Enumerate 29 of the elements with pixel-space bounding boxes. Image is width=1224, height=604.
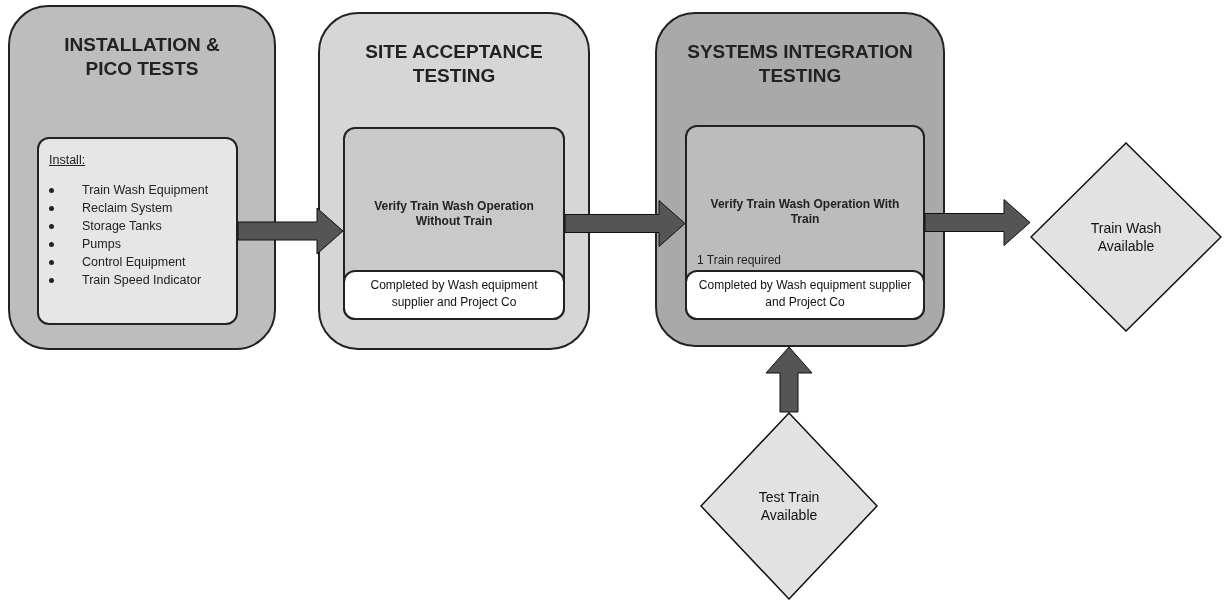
block-arrow [765,346,813,413]
stage-panel [8,5,276,350]
list-item: Train Speed Indicator [49,271,202,289]
task-box [37,137,238,325]
stage-title: INSTALLATION & PICO TESTS [63,33,221,81]
list-item: Storage Tanks [49,217,162,235]
stage-title: SYSTEMS INTEGRATION TESTING [686,40,914,88]
stage-title: SITE ACCEPTANCE TESTING [364,40,544,88]
task-text: Verify Train Wash Operation Without Train [373,199,535,229]
list-item: Control Equipment [49,253,186,271]
list-item: Pumps [49,235,121,253]
diamond-text: Train Wash Available [1089,219,1163,255]
diamond-text: Test Train Available [757,488,821,524]
task-box [685,125,925,320]
block-arrow [564,200,686,247]
list-heading: Install: [49,152,86,169]
list-item: Train Wash Equipment [49,181,209,199]
task-box [343,127,565,320]
note-text: Completed by Wash equipment supplier and Project Co [697,277,913,311]
block-arrow [237,207,344,255]
block-arrow [924,199,1031,246]
stage-panel [655,12,945,347]
note-box [685,270,925,320]
note-text: Completed by Wash equipment supplier and Project Co [369,277,539,311]
note-box [343,270,565,320]
stage-panel [318,12,590,350]
list-item: Reclaim System [49,199,173,217]
task-text: Verify Train Wash Operation With Train [709,197,901,227]
requirement-note: 1 Train required [697,253,782,267]
